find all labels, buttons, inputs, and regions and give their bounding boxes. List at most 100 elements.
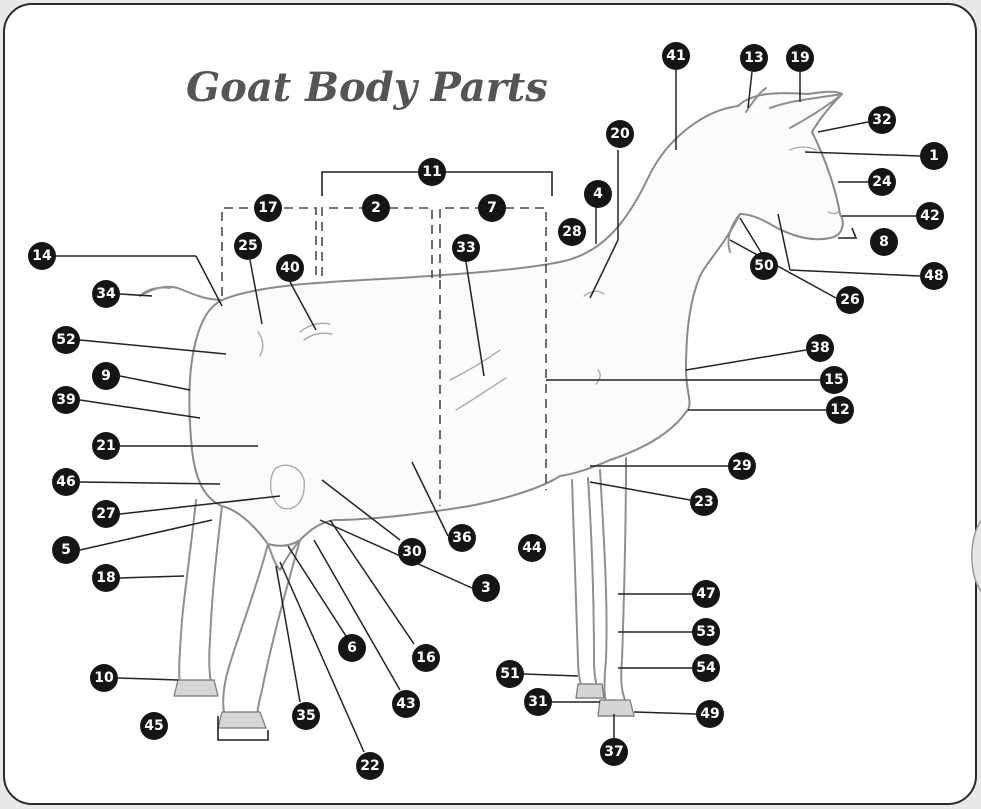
badge-54: 54 [692,654,720,682]
badge-19: 19 [786,44,814,72]
badge-48: 48 [920,262,948,290]
badge-7: 7 [478,194,506,222]
badge-19-label: 19 [790,50,809,66]
badge-47: 47 [692,580,720,608]
badge-14-label: 14 [32,248,52,264]
badge-36: 36 [448,524,476,552]
badge-18-label: 18 [96,570,115,586]
badge-50-label: 50 [754,258,774,274]
badge-8-label: 8 [879,234,889,250]
badge-54-label: 54 [696,660,716,676]
badge-10: 10 [90,664,118,692]
badge-29: 29 [728,452,756,480]
badge-21: 21 [92,432,120,460]
badge-31-label: 31 [528,694,547,710]
badge-40: 40 [276,254,304,282]
badge-13: 13 [740,44,768,72]
badge-28: 28 [558,218,586,246]
badge-12-label: 12 [830,402,849,418]
badge-27-label: 27 [96,506,115,522]
badge-9-label: 9 [101,368,111,384]
badge-5: 5 [52,536,80,564]
badge-13-label: 13 [744,50,763,66]
badge-16-label: 16 [416,650,435,666]
badge-12: 12 [826,396,854,424]
badge-5-label: 5 [61,542,71,558]
badge-20-label: 20 [610,126,630,142]
badge-33: 33 [452,234,480,262]
badge-51-label: 51 [500,666,519,682]
badge-24-label: 24 [872,174,892,190]
badge-34: 34 [92,280,120,308]
badge-25: 25 [234,232,262,260]
badge-3: 3 [472,574,500,602]
badge-28-label: 28 [562,224,581,240]
hoof-front-far [576,684,604,698]
badge-31: 31 [524,688,552,716]
badge-43-label: 43 [396,696,415,712]
badge-39: 39 [52,386,80,414]
badge-15-label: 15 [824,372,843,388]
badge-30: 30 [398,538,426,566]
badge-46-label: 46 [56,474,75,490]
badge-32-label: 32 [872,112,891,128]
badge-49: 49 [696,700,724,728]
badge-4-label: 4 [593,186,603,202]
badge-22-label: 22 [360,758,379,774]
badge-25-label: 25 [238,238,257,254]
badge-17-label: 17 [258,200,277,216]
badge-37: 37 [600,738,628,766]
badge-21-label: 21 [96,438,115,454]
badge-23-label: 23 [694,494,713,510]
badge-42-label: 42 [920,208,939,224]
badge-41: 41 [662,42,690,70]
badge-2: 2 [362,194,390,222]
badge-10-label: 10 [94,670,114,686]
badge-48-label: 48 [924,268,943,284]
badge-11-label: 11 [422,164,441,180]
badge-4: 4 [584,180,612,208]
badge-15: 15 [820,366,848,394]
badge-38: 38 [806,334,834,362]
badge-26-label: 26 [840,292,859,308]
badge-20: 20 [606,120,634,148]
badge-52-label: 52 [56,332,75,348]
badge-47-label: 47 [696,586,715,602]
badge-8: 8 [870,228,898,256]
badge-38-label: 38 [810,340,829,356]
badge-18: 18 [92,564,120,592]
diagram-title: Goat Body Parts [186,64,548,111]
badge-40-label: 40 [280,260,300,276]
badge-23: 23 [690,488,718,516]
badge-44: 44 [518,534,546,562]
badge-32: 32 [868,106,896,134]
badge-52: 52 [52,326,80,354]
badge-53-label: 53 [696,624,715,640]
hoof-front-near [598,700,634,716]
badge-36-label: 36 [452,530,471,546]
hoof-hind-far [174,680,218,696]
badge-46: 46 [52,468,80,496]
badge-16: 16 [412,644,440,672]
badge-6: 6 [338,634,366,662]
badge-1: 1 [920,142,948,170]
badge-42: 42 [916,202,944,230]
badge-26: 26 [836,286,864,314]
badge-41-label: 41 [666,48,685,64]
badge-39-label: 39 [56,392,75,408]
badge-43: 43 [392,690,420,718]
badge-37-label: 37 [604,744,623,760]
badge-22: 22 [356,752,384,780]
hoof-hind-near [218,712,266,728]
badge-45-label: 45 [144,718,163,734]
badge-17: 17 [254,194,282,222]
badge-1-label: 1 [929,148,939,164]
badge-49-label: 49 [700,706,719,722]
badge-34-label: 34 [96,286,116,302]
badge-9: 9 [92,362,120,390]
badge-29-label: 29 [732,458,751,474]
badge-14: 14 [28,242,56,270]
badge-35: 35 [292,702,320,730]
badge-45: 45 [140,712,168,740]
